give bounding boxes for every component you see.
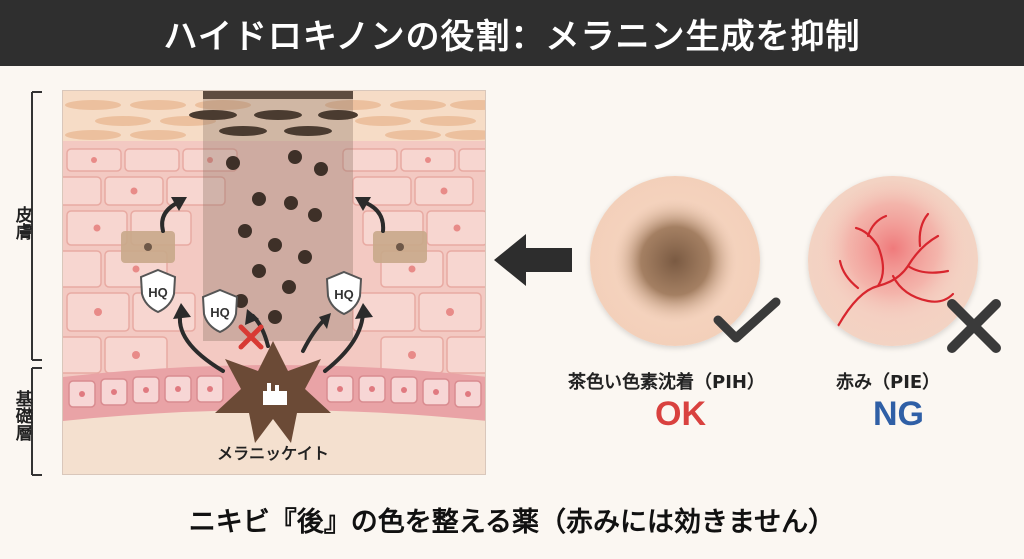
arrow-left-icon bbox=[494, 234, 572, 286]
page-title: ハイドロキノンの役割：メラニン生成を抑制 bbox=[0, 0, 1024, 66]
cross-icon bbox=[947, 299, 1001, 353]
bottom-caption: ニキビ『後』の色を整える薬（赤みには効きません） bbox=[188, 507, 836, 538]
skin-illustration bbox=[63, 91, 485, 474]
hq-label: HQ bbox=[148, 285, 168, 300]
hq-label: HQ bbox=[210, 305, 230, 320]
epidermis-label: 皮膚 bbox=[11, 206, 32, 240]
skin-cross-section bbox=[62, 90, 486, 475]
hq-shield-icon: HQ bbox=[325, 270, 363, 316]
pie-label: 赤み（PIE） bbox=[836, 372, 941, 393]
hq-shield-icon: HQ bbox=[201, 288, 239, 334]
hq-label: HQ bbox=[334, 287, 354, 302]
hq-shield-icon: HQ bbox=[139, 268, 177, 314]
melanocyte-label: メラニッケイト bbox=[217, 444, 329, 463]
pih-label: 茶色い色素沈着（PIH） bbox=[568, 372, 765, 393]
check-icon bbox=[713, 297, 781, 343]
basal-layer-label: 基礎層 bbox=[11, 390, 32, 441]
pie-skin-circle bbox=[808, 176, 978, 346]
pie-verdict: NG bbox=[873, 395, 924, 433]
pih-verdict: OK bbox=[655, 395, 706, 433]
layer-bracket bbox=[31, 91, 42, 476]
pih-skin-circle bbox=[590, 176, 760, 346]
